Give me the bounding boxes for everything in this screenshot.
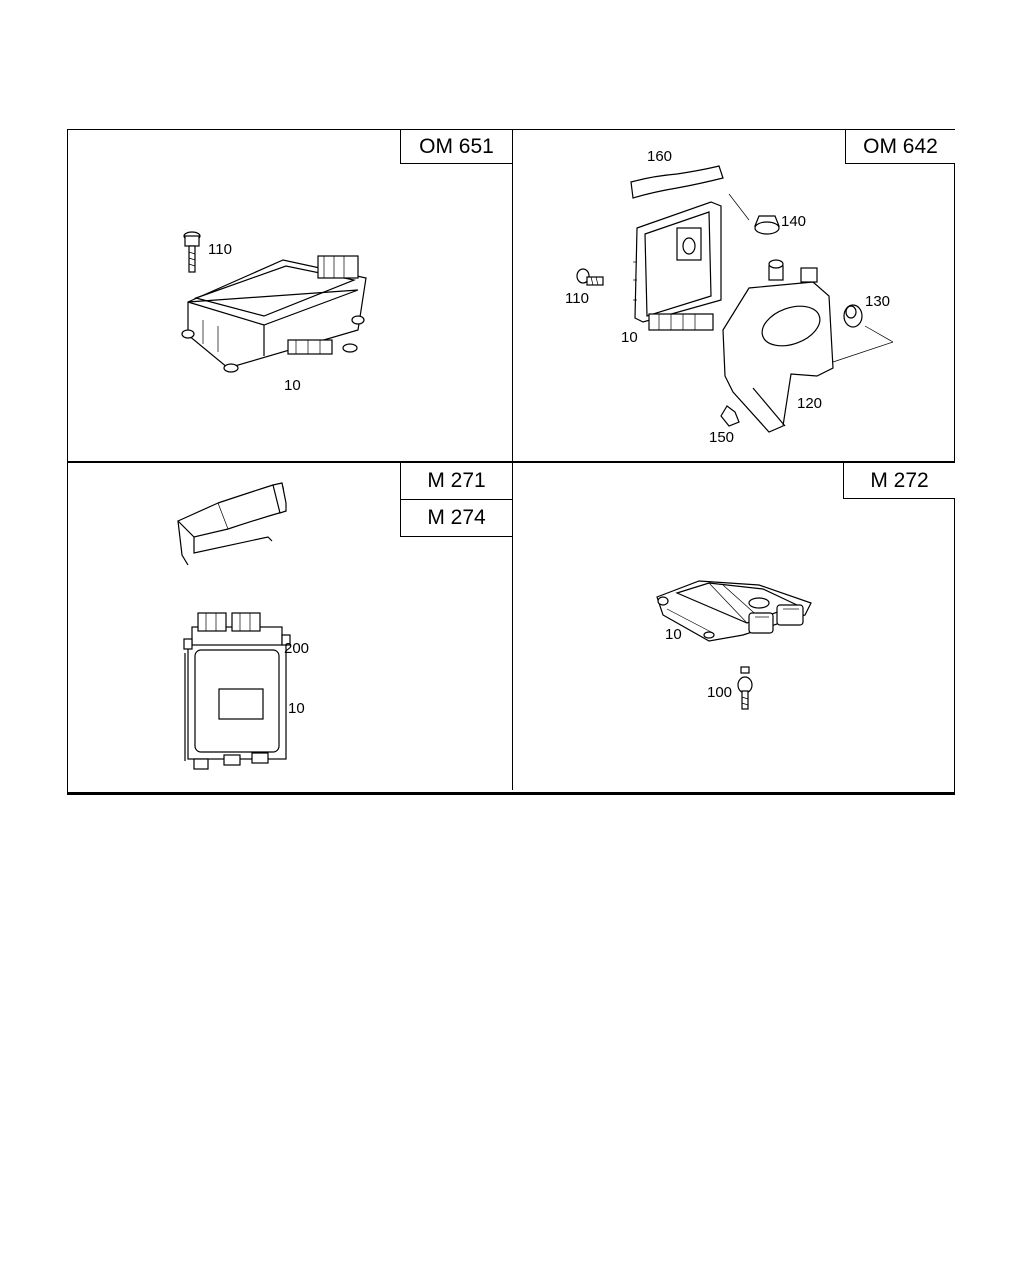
callout-110: 110 xyxy=(208,241,232,258)
bolt-110-drawing xyxy=(183,231,201,273)
callout-120: 120 xyxy=(797,395,822,412)
engine-label-om651: OM 651 xyxy=(400,130,512,164)
om642-illustration: 160 140 110 130 10 120 150 xyxy=(565,148,894,446)
engine-label-om642: OM 642 xyxy=(845,130,955,164)
engine-label-m271: M 271 xyxy=(400,463,512,500)
om651-illustration: 110 10 xyxy=(181,231,367,394)
m271-m274-illustration: 200 10 xyxy=(176,482,309,770)
ecu-10-drawing xyxy=(633,201,722,331)
parts-diagram-sheet: OM 651 OM 642 M 271 M 274 M 272 xyxy=(67,129,955,795)
bolt-110-drawing xyxy=(576,268,604,286)
callout-10: 10 xyxy=(284,377,301,394)
callout-110: 110 xyxy=(565,290,589,307)
ecu-10-drawing xyxy=(183,612,291,770)
m272-illustration: 10 100 xyxy=(656,580,812,710)
callout-140: 140 xyxy=(781,213,806,230)
ecu-10-drawing xyxy=(656,580,812,642)
horizontal-divider xyxy=(68,461,954,463)
engine-label-m272: M 272 xyxy=(843,463,955,499)
callout-200: 200 xyxy=(284,640,309,657)
cover-160-drawing xyxy=(630,165,724,199)
cover-200-drawing xyxy=(176,482,287,566)
engine-label-m274: M 274 xyxy=(400,500,512,537)
cap-130-drawing xyxy=(843,304,863,328)
callout-10: 10 xyxy=(665,626,682,643)
callout-150: 150 xyxy=(709,429,734,446)
callout-10: 10 xyxy=(621,329,638,346)
nut-140-drawing xyxy=(754,215,780,235)
callout-100: 100 xyxy=(707,684,732,701)
clip-150-drawing xyxy=(720,405,740,427)
vertical-divider xyxy=(512,130,513,790)
callout-160: 160 xyxy=(647,148,672,165)
ecu-10-drawing xyxy=(181,255,367,373)
callout-10: 10 xyxy=(288,700,305,717)
bracket-120-drawing xyxy=(722,259,834,433)
callout-130: 130 xyxy=(865,293,890,310)
bolt-100-drawing xyxy=(737,666,753,710)
